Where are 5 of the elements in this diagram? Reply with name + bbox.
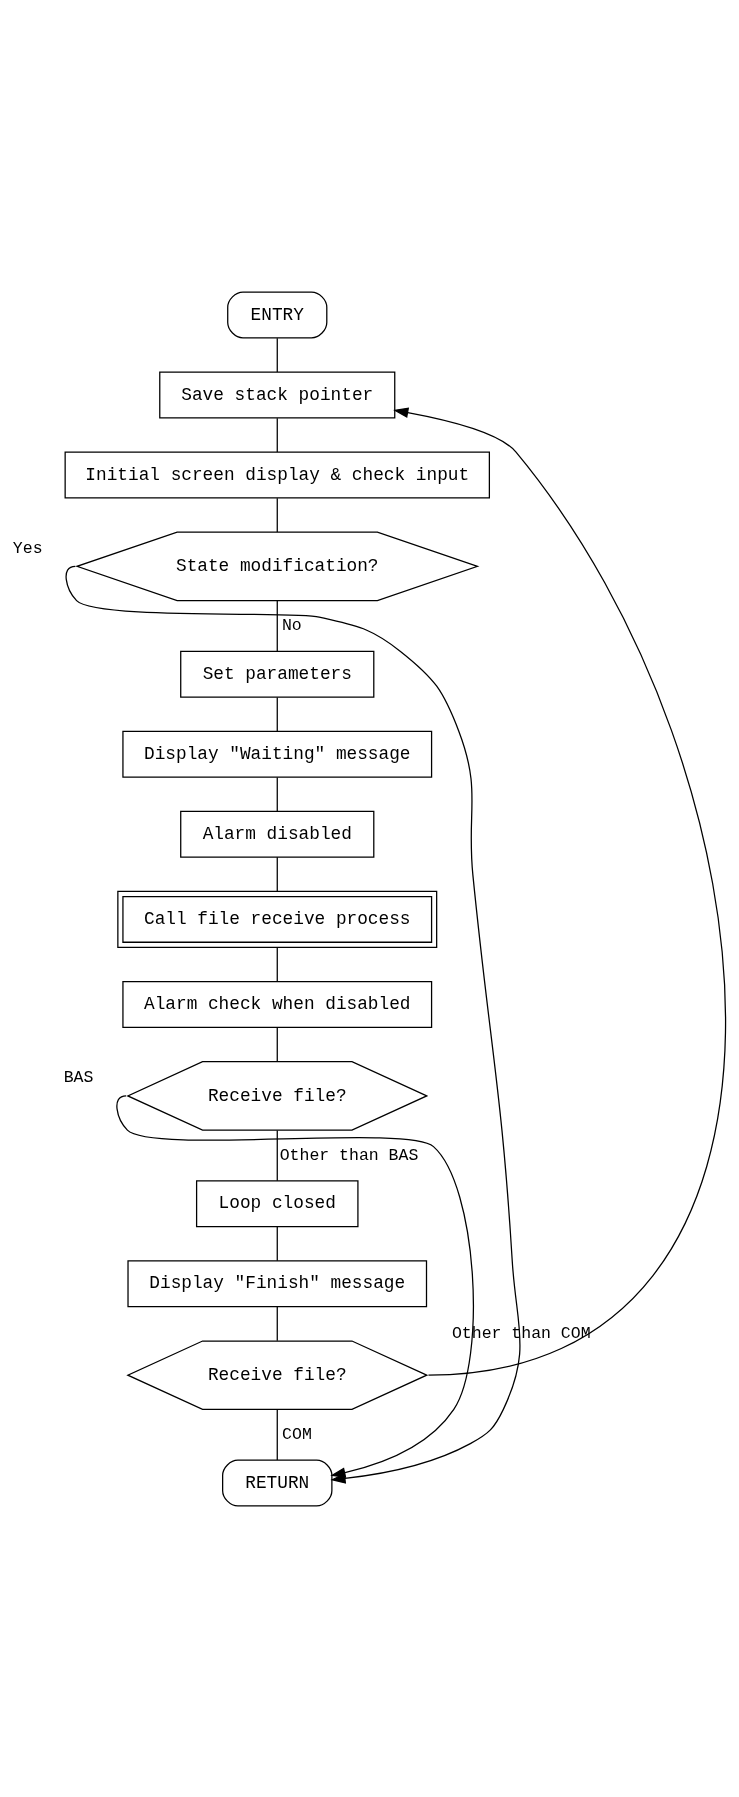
edge-label: Yes bbox=[12, 538, 43, 558]
edge-label: COM bbox=[282, 1424, 312, 1444]
edge-label: No bbox=[281, 615, 302, 635]
edge-label: Other than BAS bbox=[279, 1145, 419, 1165]
edge-label: BAS bbox=[63, 1067, 94, 1087]
